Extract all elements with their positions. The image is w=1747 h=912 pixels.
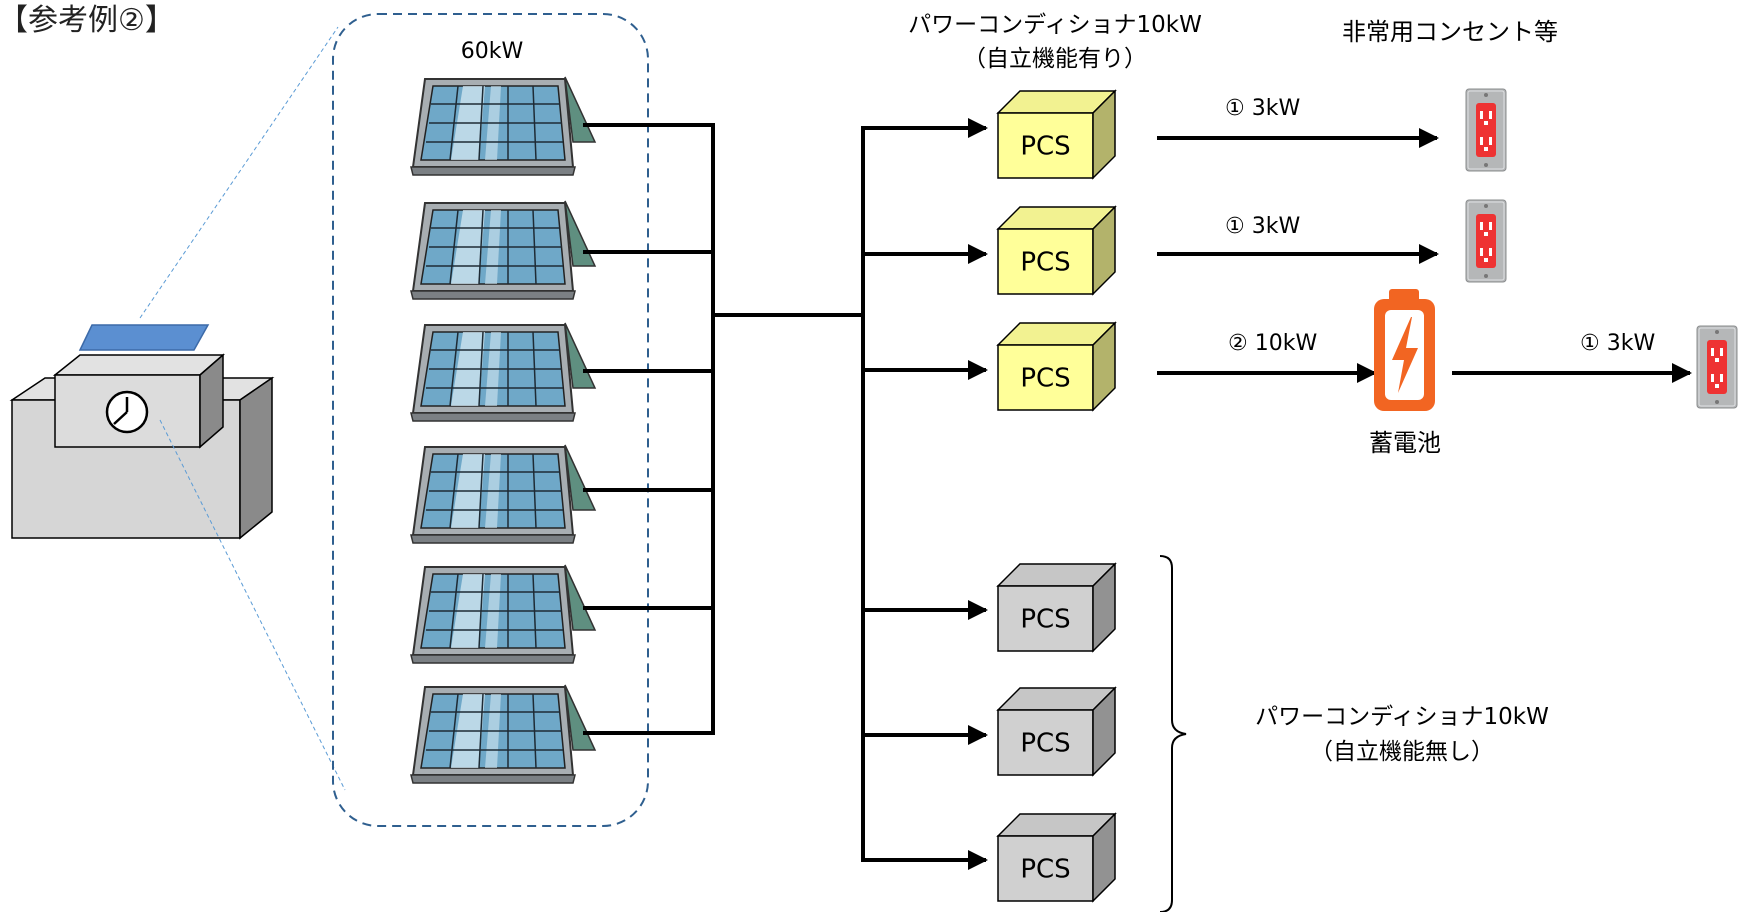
pcs-standalone-subtitle: （自立機能有り） xyxy=(963,46,1147,72)
output-arrows xyxy=(1157,128,1692,383)
zoom-guide-lines xyxy=(139,26,346,791)
solar-panel xyxy=(410,76,596,176)
pcs-grid-title: パワーコンディショナ10kW xyxy=(1255,704,1549,730)
pcs-label: PCS xyxy=(1020,605,1070,635)
pcs-grid-bracket xyxy=(1159,555,1187,912)
solar-panel xyxy=(410,444,596,544)
battery-label: 蓄電池 xyxy=(1369,429,1441,457)
building xyxy=(9,324,275,540)
power-outlet-icon xyxy=(1696,325,1738,409)
battery-charging-icon xyxy=(1374,289,1435,411)
pcs-label: PCS xyxy=(1020,855,1070,885)
page-title: 【参考例②】 xyxy=(0,3,175,38)
link-label-pcs2: ① 3kW xyxy=(1225,214,1300,239)
link-label-pcs1: ① 3kW xyxy=(1225,96,1300,121)
solar-panel xyxy=(410,200,596,300)
branch-arrows xyxy=(863,118,988,870)
pcs-unit: PCS xyxy=(996,812,1117,903)
link-label-pcs3: ② 10kW xyxy=(1228,331,1317,356)
link-label-battery: ① 3kW xyxy=(1580,331,1655,356)
pcs-label: PCS xyxy=(1020,248,1070,278)
pcs-standalone-title: パワーコンディショナ10kW xyxy=(908,12,1202,38)
pcs-unit: PCS xyxy=(996,89,1117,180)
array-capacity-label: 60kW xyxy=(461,39,524,64)
pcs-unit: PCS xyxy=(996,686,1117,777)
meter-icon xyxy=(105,390,149,434)
power-outlet-icon xyxy=(1465,199,1507,283)
pcs-label: PCS xyxy=(1020,729,1070,759)
power-outlet-icon xyxy=(1465,88,1507,172)
solar-panel xyxy=(410,684,596,784)
solar-panel xyxy=(410,322,596,422)
outlets-heading: 非常用コンセント等 xyxy=(1342,18,1558,46)
array-group-outline xyxy=(332,13,649,827)
pcs-unit: PCS xyxy=(996,321,1117,412)
wiring xyxy=(583,123,865,862)
pcs-unit: PCS xyxy=(996,562,1117,653)
pcs-label: PCS xyxy=(1020,364,1070,394)
pcs-label: PCS xyxy=(1020,132,1070,162)
pcs-grid-subtitle: （自立機能無し） xyxy=(1310,739,1494,765)
pcs-unit: PCS xyxy=(996,205,1117,296)
solar-panel xyxy=(410,564,596,664)
